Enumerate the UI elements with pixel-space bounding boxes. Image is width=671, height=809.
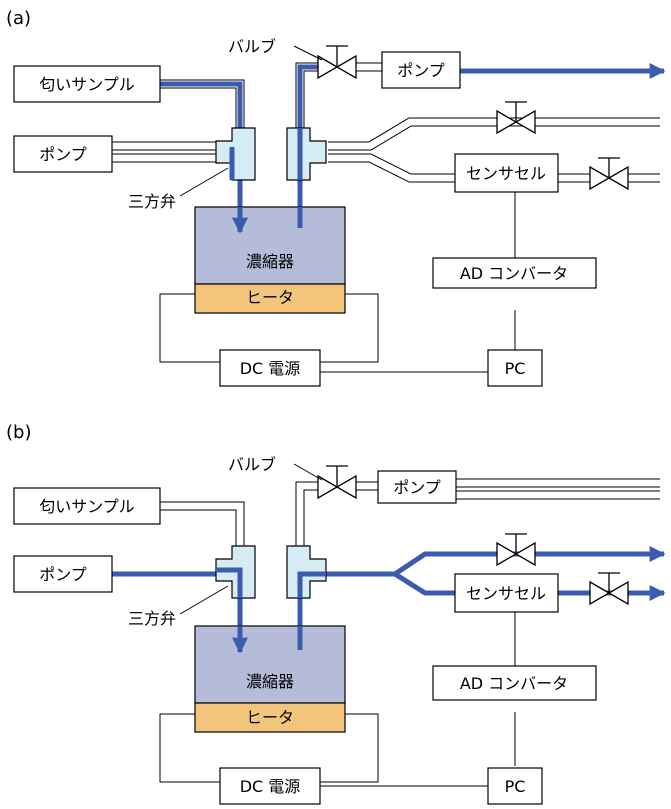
dc-power-box <box>219 349 321 387</box>
concentrator-box <box>194 206 346 285</box>
pump-left-label: ポンプ <box>39 565 87 584</box>
wiring <box>159 594 516 787</box>
pump-top-box <box>377 470 457 504</box>
pump-top-label: ポンプ <box>397 61 445 80</box>
three-way-valve-callout-line <box>179 167 229 197</box>
three-way-valve-left[interactable] <box>215 127 256 181</box>
valve-callout-label: バルブ <box>228 37 276 56</box>
ad-converter-label: AD コンバータ <box>460 674 568 693</box>
panel-label: (b) <box>6 422 31 443</box>
panel-a: (a) <box>6 8 666 387</box>
three-way-valve-callout-line <box>179 585 229 615</box>
valve-top[interactable] <box>317 45 357 80</box>
pc-box <box>487 767 543 805</box>
pump-top-box <box>381 51 461 89</box>
sensor-cell-label: センサセル <box>466 584 546 603</box>
valve-sensor-exit[interactable] <box>589 157 629 191</box>
sample-box <box>13 65 161 103</box>
pump-left-box <box>13 555 113 593</box>
pump-top-label: ポンプ <box>393 478 441 497</box>
pc-label: PC <box>505 359 526 378</box>
valve-sensor-exit[interactable] <box>589 572 629 606</box>
heater-label: ヒータ <box>246 288 294 307</box>
sample-label: 匂いサンプル <box>39 497 135 516</box>
sample-box <box>13 487 161 525</box>
flow-lower-branch <box>393 571 455 596</box>
valve-upper-branch[interactable] <box>496 101 536 135</box>
dc-power-label: DC 電源 <box>240 359 301 378</box>
pc-box <box>487 349 543 387</box>
ad-converter-label: AD コンバータ <box>460 264 568 283</box>
pipes-inactive <box>160 478 660 548</box>
panel-label: (a) <box>6 8 31 29</box>
flow-through-left-valve <box>216 567 243 598</box>
flow-upper-branch <box>326 545 666 577</box>
heater-box <box>194 702 346 733</box>
heater-label: ヒータ <box>246 708 294 727</box>
sensor-cell-box <box>454 573 559 613</box>
pump-left-label: ポンプ <box>39 145 87 164</box>
valve-callout-line <box>293 45 323 61</box>
panel-b: (b) <box>6 422 666 805</box>
heater-box <box>194 283 346 314</box>
dc-power-label: DC 電源 <box>240 777 301 796</box>
valve-callout-line <box>293 463 323 481</box>
concentrator-label: 濃縮器 <box>246 252 294 271</box>
valve-upper-branch[interactable] <box>496 533 536 567</box>
three-way-valve-callout: 三方弁 <box>128 609 176 628</box>
valve-top[interactable] <box>317 465 357 500</box>
three-way-valve-right[interactable] <box>286 127 327 181</box>
ad-converter-box <box>432 257 597 289</box>
three-way-valve-callout: 三方弁 <box>128 192 176 211</box>
valve-callout-label: バルブ <box>228 455 276 474</box>
pump-left-box <box>13 135 113 173</box>
sample-label: 匂いサンプル <box>39 75 135 94</box>
sensor-cell-box <box>454 153 559 193</box>
flow-through-right-valve <box>297 571 326 598</box>
ad-converter-box <box>432 665 597 701</box>
pc-label: PC <box>505 777 526 796</box>
concentrator-label: 濃縮器 <box>246 672 294 691</box>
sensor-cell-label: センサセル <box>466 164 546 183</box>
dc-power-box <box>219 767 321 805</box>
concentrator-box <box>194 625 346 704</box>
